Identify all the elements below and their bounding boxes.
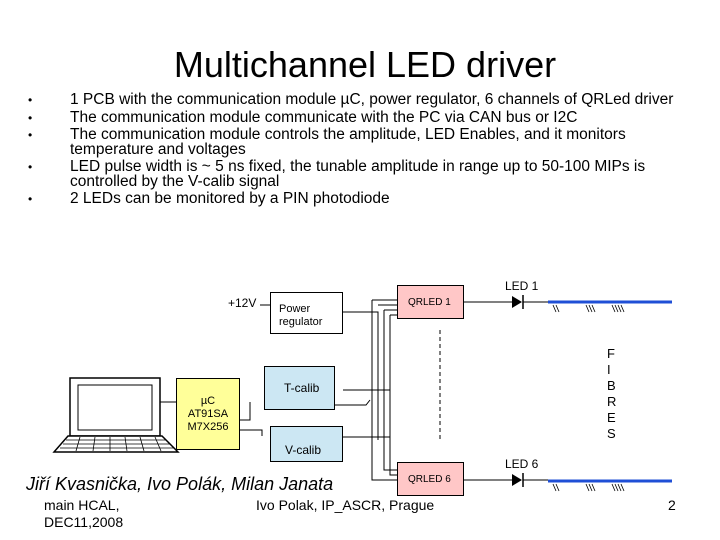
bullet-item: • LED pulse width is ~ 5 ns fixed, the tu…: [28, 158, 708, 190]
bullet-text: 2 LEDs can be monitored by a PIN photodi…: [70, 190, 390, 207]
v-calib-label: V-calib: [285, 443, 322, 457]
supply-label: +12V: [228, 296, 257, 310]
authors-text: Jiří Kvasnička, Ivo Polák, Milan Janata: [26, 474, 334, 494]
power-regulator-label: Power regulator: [279, 303, 323, 328]
bullet-icon: •: [28, 160, 33, 174]
bullet-item: • The communication module communicate wi…: [28, 108, 708, 126]
bullet-item: • The communication module controls the a…: [28, 126, 708, 158]
t-calib-label: T-calib: [284, 381, 320, 395]
slide-title: Multichannel LED driver: [173, 44, 557, 85]
qrled1-label: QRLED 1: [408, 297, 451, 308]
bullet-text: The communication module communicate wit…: [70, 108, 578, 126]
power-regulator-block: Power regulator: [270, 292, 343, 334]
bullet-icon: •: [28, 93, 33, 107]
wiring: [240, 299, 512, 481]
qrled6-block: QRLED 6: [397, 462, 464, 496]
bullet-icon: •: [28, 128, 33, 142]
bullet-text: The communication module controls the am…: [70, 126, 626, 158]
microcontroller-block: µC AT91SA M7X256: [176, 378, 240, 450]
bullet-icon: •: [28, 192, 33, 206]
page-number: 2: [668, 497, 676, 513]
laptop-icon: [52, 377, 180, 453]
event-text: main HCAL, DEC11,2008: [44, 497, 124, 530]
presenter-text: Ivo Polak, IP_ASCR, Prague: [256, 497, 435, 513]
fibre-marks: [552, 304, 625, 492]
qrled1-block: QRLED 1: [397, 285, 464, 319]
bullet-item: • 1 PCB with the communication module µC,…: [28, 91, 708, 108]
bullet-text: LED pulse width is ~ 5 ns fixed, the tun…: [70, 158, 646, 190]
bullet-icon: •: [28, 110, 33, 125]
led-diode-icon: [512, 295, 548, 309]
v-calib-block: V-calib: [270, 426, 343, 462]
bullet-list: • 1 PCB with the communication module µC,…: [28, 91, 708, 210]
microcontroller-label: µC AT91SA M7X256: [187, 395, 229, 433]
led1-label: LED 1: [505, 279, 539, 293]
bullet-text: 1 PCB with the communication module µC, …: [70, 91, 674, 108]
t-calib-block: T-calib: [264, 366, 335, 410]
led6-label: LED 6: [505, 457, 539, 471]
fibres-label: F I B R E S: [607, 346, 617, 441]
bullet-item: • 2 LEDs can be monitored by a PIN photod…: [28, 190, 708, 207]
led-diode-icon: [512, 473, 548, 487]
qrled6-label: QRLED 6: [408, 474, 451, 485]
